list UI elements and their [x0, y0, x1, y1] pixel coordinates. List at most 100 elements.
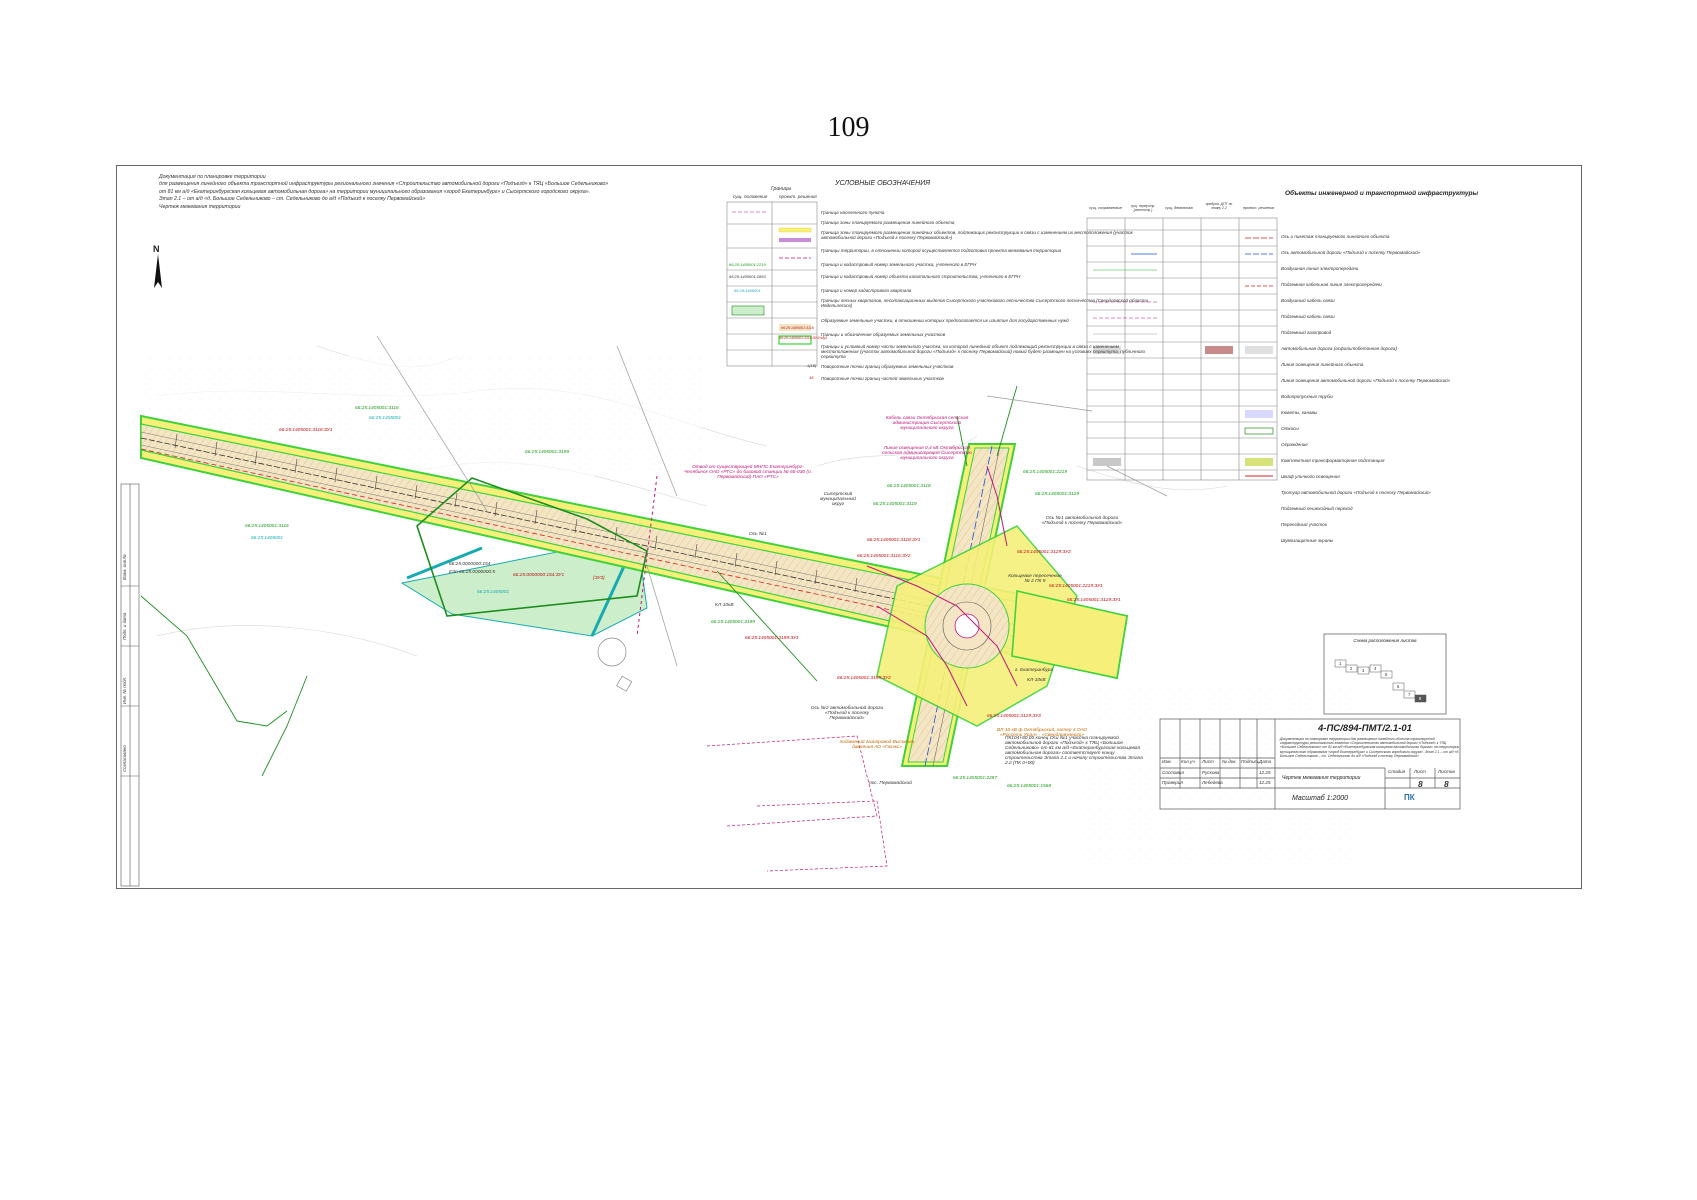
parcel-outline-green[interactable]: [416, 477, 648, 617]
legend-item-6: Граница и кадастровый номер объекта капи…: [821, 274, 1021, 279]
note-pk104-end: ПК104+80,00 конец Оси №1 участка планиру…: [1005, 736, 1143, 766]
label-parcel-3116-zu1[interactable]: 66:25:1405001:3116:ЗУ1: [279, 428, 333, 433]
company-logo: ПК: [1404, 793, 1415, 802]
title-block: 4-ПС/894-ПМТ/2.1-01 Документация по план…: [1160, 719, 1460, 809]
stamp-hdr-4: № док.: [1222, 759, 1237, 764]
legend2-item-1: Ось и пикетаж планируемого линейного объ…: [1281, 234, 1390, 239]
label-quarter-bottom[interactable]: 66:25:1405001: [477, 590, 510, 595]
legend2-title: Объекты инженерной и транспортной инфрас…: [1285, 190, 1479, 197]
legend-item-4: Границы территории, в отношении которой …: [821, 248, 1062, 253]
stamp-stage-value: 8: [1418, 779, 1423, 789]
label-quarter-left[interactable]: 66:25:1405001: [251, 536, 284, 541]
label-cable-kl10-left[interactable]: КЛ-10кВ: [715, 603, 734, 608]
header-note: Документация по планировке территории дл…: [159, 174, 629, 211]
label-parcel-3199-mid[interactable]: 66:25:1405001:3199: [711, 620, 756, 625]
label-parcel-3199-zu1[interactable]: 66:25:1405001:3199:ЗУ1: [745, 636, 799, 641]
stamp-sheets-value: 8: [1444, 779, 1449, 789]
side-strip-2: Подп. и дата: [122, 612, 127, 641]
legend-item-10: Границы и обозначение образуемых земельн…: [821, 332, 946, 337]
legend2-item-7: Подземный газопровод: [1281, 330, 1332, 335]
legend-point-2: 18: [809, 375, 814, 380]
label-parcel-3129-zu3[interactable]: 66:25:1405001:3129:ЗУ3: [987, 714, 1041, 719]
label-parcel-3129-zu2[interactable]: 66:25:1405001:3129:ЗУ2: [1017, 550, 1071, 555]
stamp-hdr-6: Дата: [1259, 759, 1272, 764]
legend-item-2: Граница зоны планируемого размещения лин…: [821, 220, 955, 225]
legend2-item-9: Линия освещения линейного объекта: [1281, 362, 1364, 367]
minimap-sheet-8: 8: [1419, 696, 1422, 701]
label-parcel-3116-top[interactable]: 66:25:1405001:3116: [355, 406, 399, 411]
north-arrow: N: [151, 244, 165, 290]
note-lighting-line: Линия освещения 0,4 кВ Октябрьская сельс…: [882, 446, 972, 461]
legend-item-1: Граница населенного пункта: [821, 210, 885, 215]
header-line-2: для размещения линейного объекта транспо…: [159, 181, 609, 188]
stamp-scale: Масштаб 1:2000: [1292, 795, 1349, 802]
land-plot-lines: [140, 385, 1018, 777]
legend-code-2: 66:25:1405001:1853: [729, 274, 766, 279]
legend2-item-3: Воздушная линия электропередачи: [1281, 266, 1359, 271]
note-ekaterinburg: г. Екатеринбург: [1015, 668, 1053, 673]
header-line-5: Чертеж межевания территории: [159, 203, 241, 210]
minimap-sheet-4: 4: [1374, 666, 1377, 671]
corridor-main[interactable]: [140, 414, 1129, 680]
label-parcel-3199-zu2[interactable]: 66:25:1405001:3199:ЗУ2: [837, 676, 891, 681]
legend2-col-2: сущ. переустр. (реконстр.): [1130, 204, 1156, 212]
legend2-col-5: проект. решения: [1243, 206, 1275, 210]
legend-item-5: Граница и кадастровый номер земельного у…: [821, 262, 977, 267]
legend2-item-15: Комплектная трансформаторная подстанция: [1281, 458, 1385, 463]
label-parcel-3118[interactable]: 66:25:1405001:3118: [887, 484, 931, 489]
side-strip-grid: [120, 483, 140, 887]
legend2-item-18: Подземный пешеходный переход: [1281, 506, 1353, 511]
label-parcel-3129-zu1[interactable]: 66:25:1405001:3129:ЗУ1: [1067, 598, 1121, 603]
label-parcel-2219-zu1[interactable]: 66:25:1405001:2219:ЗУ1: [1049, 584, 1103, 589]
label-quarter-top[interactable]: 66:25:1405001: [369, 416, 402, 421]
label-parcel-3118-zu1[interactable]: 66:25:1405001:3118:ЗУ1: [867, 538, 921, 543]
stamp-hdr-2: Кол.уч: [1181, 759, 1195, 764]
legend2-item-5: Воздушный кабель связи: [1281, 298, 1335, 303]
legend2-item-14: Ограждение: [1281, 442, 1308, 447]
stamp-date-1: 12.25: [1259, 770, 1271, 775]
pink-boundaries: [636, 465, 1018, 707]
drawing-sheet: Документация по планировке территории дл…: [116, 165, 1582, 889]
legend-code-3: 66:25:1405001: [734, 288, 761, 293]
label-code-ezp[interactable]: ЕЗп 66:25:0000000:5: [449, 570, 496, 575]
label-parcel-3116-zu2[interactable]: 66:25:1405001:3116:ЗУ2: [857, 554, 911, 559]
legend2-item-17: Тротуар автомобильной дороги «Подъезд к …: [1281, 490, 1431, 495]
note-roundabout-2: Кольцевое пересечение № 2 ПК 9: [1008, 574, 1062, 584]
page-number: 109: [827, 112, 870, 143]
legend2-item-11: Водопропускные трубы: [1281, 394, 1333, 399]
header-line-4: Этап 2.1 – от а/д «д. Большое Седельнико…: [159, 196, 426, 203]
legend-group-title: Границы: [771, 186, 792, 192]
note-sysert-district: Сысертский муниципальный округ: [820, 492, 856, 507]
label-cable-kl10-right[interactable]: КЛ-10кВ: [1027, 678, 1046, 683]
utility-lines: [376, 335, 1168, 667]
label-parcel-154-zu1[interactable]: 66:25:0000000:154:ЗУ1: [513, 573, 565, 578]
label-code-154[interactable]: 66:25:0000000:154: [449, 562, 491, 567]
corridor-right[interactable]: [1011, 590, 1128, 679]
minimap-sheets: [1334, 659, 1427, 703]
legend2-item-6: Подземный кабель связи: [1281, 314, 1335, 319]
label-zu3[interactable]: (ЗУ3): [593, 576, 605, 581]
stamp-name-2: Лебедева: [1202, 780, 1223, 785]
label-parcel-3116-left[interactable]: 66:25:1405001:3116: [245, 524, 289, 529]
stamp-code: 4-ПС/894-ПМТ/2.1-01: [1318, 723, 1412, 734]
picket-ticks: [174, 433, 858, 593]
header-line-1: Документация по планировке территории: [159, 174, 266, 180]
legend-item-3: Граница зоны планируемого размещения лин…: [821, 230, 1133, 240]
stamp-stage-label: Стадия: [1388, 769, 1406, 774]
legend2-col-1: сущ. сохраняемые: [1089, 206, 1122, 210]
legend-item-7: Граница и номер кадастрового квартала: [821, 288, 912, 293]
label-parcel-2219[interactable]: 66:25:1405001:2219: [1023, 470, 1068, 475]
stamp-role-1: Составил: [1162, 770, 1185, 775]
legend-item-8: Границы лесных кварталов, лесотаксационн…: [821, 298, 1149, 308]
side-strip-3: Инв. № подл.: [122, 676, 127, 704]
label-parcel-3129[interactable]: 66:25:1405001:3129: [1035, 492, 1080, 497]
label-parcel-2287[interactable]: 66:25:1405001:2287: [953, 776, 998, 781]
legend-code-4: 66:25:1405001:3116: [781, 326, 814, 330]
label-parcel-1568[interactable]: 66:25:1405001:1568: [1007, 784, 1052, 789]
label-parcel-3199-top[interactable]: 66:25:1405001:3199: [525, 450, 570, 455]
note-pervomaisky-settlement: пос. Первомайский: [869, 781, 912, 786]
legend-col-proposed: проект. решения: [779, 194, 817, 199]
label-parcel-3119[interactable]: 66:25:1405001:3119: [873, 502, 917, 507]
side-strip: Взам. инв.№ Подп. и дата Инв. № подл. Со…: [121, 484, 137, 886]
